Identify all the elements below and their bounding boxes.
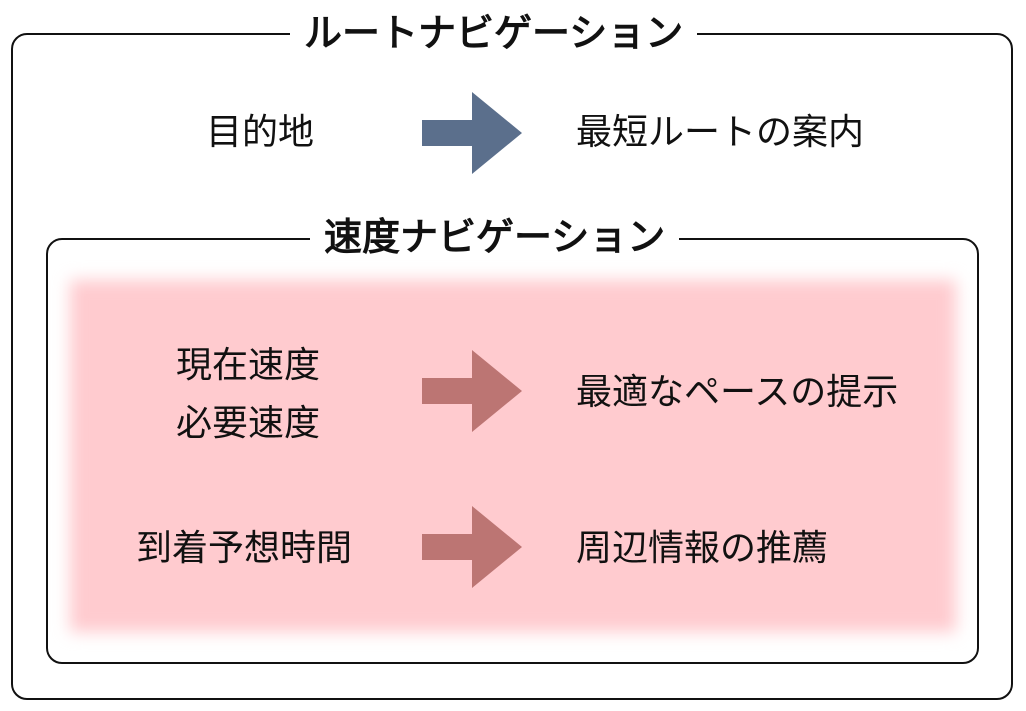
destination-label: 目的地 xyxy=(206,112,315,153)
speed-navigation-background xyxy=(70,280,956,632)
route-arrow-shape xyxy=(422,92,522,174)
route-navigation-title: ルートナビゲーション xyxy=(290,14,698,52)
eta-label: 到着予想時間 xyxy=(136,528,353,569)
current-speed-label: 現在速度 xyxy=(176,345,321,386)
info-arrow-icon xyxy=(420,506,524,588)
pace-arrow-icon xyxy=(420,350,524,432)
pace-arrow-shape xyxy=(422,350,522,432)
route-arrow-icon xyxy=(420,92,524,174)
optimal-pace-label: 最適なペースの提示 xyxy=(576,372,899,413)
required-speed-label: 必要速度 xyxy=(176,402,321,444)
shortest-route-label: 最短ルートの案内 xyxy=(576,112,865,153)
nearby-info-label: 周辺情報の推薦 xyxy=(576,528,829,569)
speed-navigation-title: 速度ナビゲーション xyxy=(310,218,680,256)
info-arrow-shape xyxy=(422,506,522,588)
speed-inputs-label: 現在速度 必要速度 xyxy=(176,337,320,452)
